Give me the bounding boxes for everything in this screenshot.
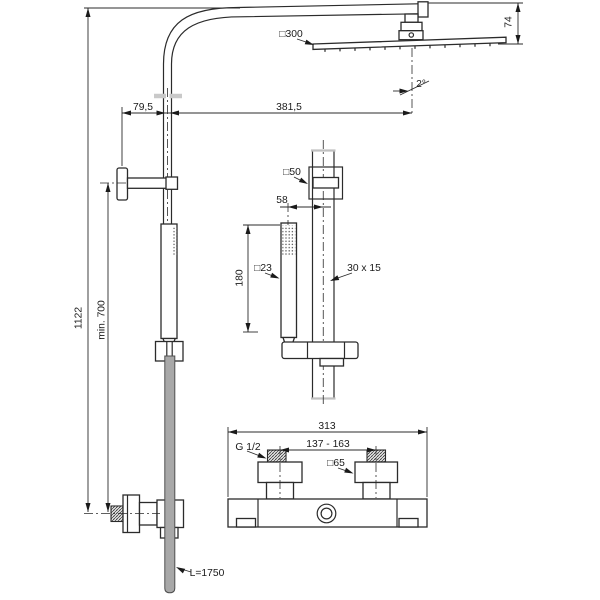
dim-label-handshower-width: □23 <box>254 263 272 274</box>
label-handshower-width: □23 <box>254 263 280 279</box>
outlet-ring <box>316 503 337 524</box>
wall-bracket-side <box>116 167 179 201</box>
joint-screw <box>408 32 415 38</box>
rain-shower-head <box>312 13 507 52</box>
spray-face <box>173 226 178 256</box>
mixer-plan-view <box>227 446 428 528</box>
dim-label-head-angle: 2° <box>416 79 426 90</box>
dim-label-rail-profile: 30 x 15 <box>347 263 381 274</box>
dimension-min-height: min. 700 <box>97 182 127 512</box>
shower-hose <box>164 355 176 594</box>
hand-shower-detail-view <box>280 140 359 404</box>
dimension-mixer-width: 313 <box>227 421 428 497</box>
dim-label-hose-length: L=1750 <box>190 568 225 579</box>
dim-label-overall-height: 1122 <box>74 307 85 329</box>
dimension-head-depth: 74 <box>428 2 523 45</box>
thread-nipple <box>266 449 287 463</box>
arm-end-cap <box>417 1 429 18</box>
dimension-connection-spacing: 137 - 163 <box>280 439 376 453</box>
mixer-right-connection <box>354 449 399 500</box>
mixer-body-plan <box>227 498 428 528</box>
dimension-wall-offset-and-reach: 79,5 381,5 <box>121 102 412 166</box>
label-bracket-size: □50 <box>283 167 308 184</box>
slider-holder-front <box>281 341 359 367</box>
dim-label-offset: 58 <box>276 195 288 206</box>
label-thread-size: G 1/2 <box>235 442 267 459</box>
dim-label-connection-spacing: 137 - 163 <box>306 439 350 450</box>
label-head-size: □300 <box>279 29 314 45</box>
dim-label-thread-size: G 1/2 <box>235 442 260 453</box>
dim-label-bracket-size: □50 <box>283 167 301 178</box>
dim-label-min-height: min. 700 <box>97 300 108 340</box>
dimension-overall-height: 1122 <box>74 7 240 512</box>
dim-label-handle-size: □65 <box>327 458 345 469</box>
outlet-hole <box>320 507 333 520</box>
dimension-head-angle: 2° <box>393 48 430 116</box>
dim-label-head-depth: 74 <box>504 16 515 28</box>
dim-label-handshower-length: 180 <box>235 269 246 286</box>
head-plate <box>312 36 507 51</box>
dim-label-arm-reach: 381,5 <box>276 102 302 113</box>
dim-label-mixer-width: 313 <box>318 421 335 432</box>
label-handle-size: □65 <box>327 458 354 474</box>
spray-nozzles <box>324 43 491 52</box>
wall-bracket-front <box>308 166 344 200</box>
dim-label-head-size: □300 <box>279 29 303 40</box>
spray-face <box>282 225 296 256</box>
dim-label-wall-offset: 79,5 <box>133 102 153 113</box>
label-rail-profile: 30 x 15 <box>330 263 381 281</box>
hand-shower-front <box>280 222 298 345</box>
hand-shower-side <box>160 223 178 346</box>
dimension-handshower-length: 180 <box>235 224 280 333</box>
dimension-offset-58: 58 <box>276 195 331 225</box>
label-hose-length: L=1750 <box>176 567 225 579</box>
